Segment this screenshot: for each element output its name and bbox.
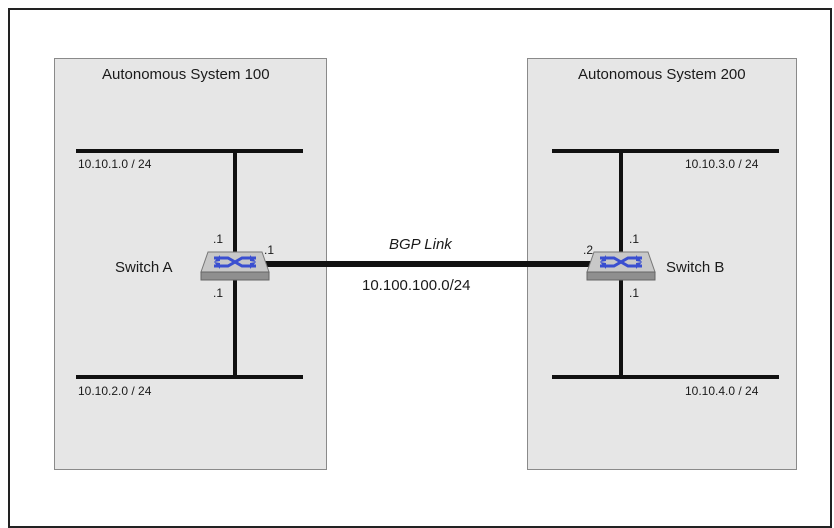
switch-a-addr-top: .1: [213, 232, 224, 246]
switch-b-label: Switch B: [666, 259, 725, 276]
net-label-10-10-1-0: 10.10.1.0 / 24: [78, 157, 152, 171]
network-segment-10-10-3-0: [552, 149, 779, 153]
bgp-link-line: [260, 261, 600, 267]
as-100-title: Autonomous System 100: [102, 66, 270, 83]
bgp-link-label: BGP Link: [389, 236, 452, 253]
network-segment-10-10-1-0: [76, 149, 303, 153]
network-segment-10-10-2-0: [76, 375, 303, 379]
network-switch-icon: [586, 251, 656, 281]
switch-a-addr-link: .1: [264, 243, 275, 257]
switch-b-addr-link: .2: [583, 243, 594, 257]
switch-b-addr-top: .1: [629, 232, 640, 246]
bgp-link-network: 10.100.100.0/24: [362, 277, 471, 294]
as-200-title: Autonomous System 200: [578, 66, 746, 83]
net-label-10-10-2-0: 10.10.2.0 / 24: [78, 384, 152, 398]
net-label-10-10-3-0: 10.10.3.0 / 24: [685, 157, 759, 171]
switch-b-addr-bottom: .1: [629, 286, 640, 300]
switch-a-label: Switch A: [115, 259, 173, 276]
network-segment-10-10-4-0: [552, 375, 779, 379]
switch-a-addr-bottom: .1: [213, 286, 224, 300]
net-label-10-10-4-0: 10.10.4.0 / 24: [685, 384, 759, 398]
network-switch-icon: [200, 251, 270, 281]
